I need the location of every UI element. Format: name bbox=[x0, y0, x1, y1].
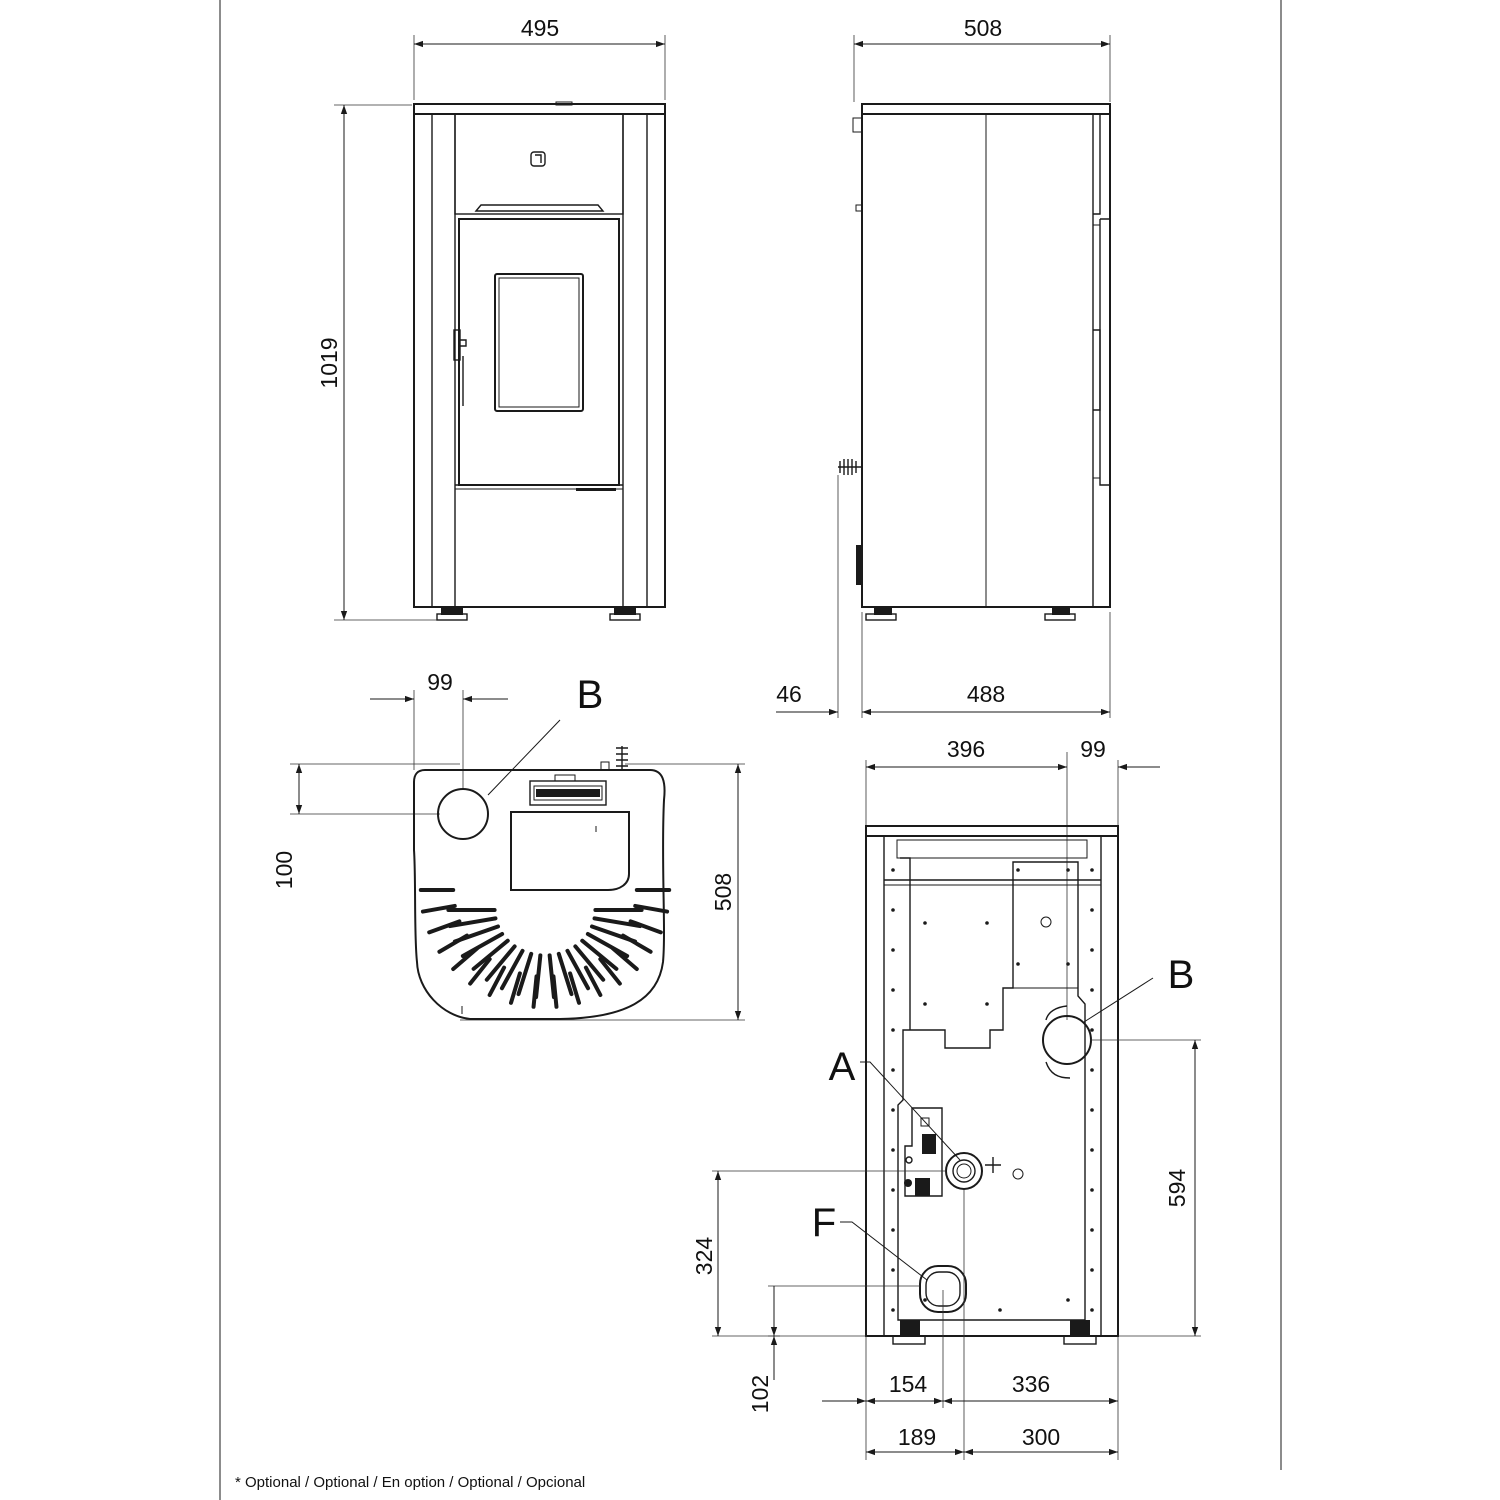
door-window bbox=[494, 273, 584, 412]
dim-rear-intake-height: 102 bbox=[747, 1375, 773, 1413]
dim-rear-left-189: 189 bbox=[898, 1424, 936, 1450]
dim-front-height: 1019 bbox=[316, 337, 342, 388]
front-view: 495 1019 bbox=[316, 15, 666, 621]
flue-outlet-b bbox=[1042, 1015, 1092, 1065]
brand-logo bbox=[530, 151, 546, 167]
dim-top-flue-y: 100 bbox=[271, 851, 297, 889]
dim-side-body-depth: 488 bbox=[967, 681, 1005, 707]
dim-side-offset: 46 bbox=[776, 681, 802, 707]
dim-side-depth: 508 bbox=[964, 15, 1002, 41]
label-flue-rear: B bbox=[1168, 953, 1195, 997]
stove-door bbox=[458, 218, 620, 486]
dim-top-depth: 508 bbox=[710, 873, 736, 911]
dim-rear-connection-height: 324 bbox=[691, 1237, 717, 1276]
dim-rear-flue-height: 594 bbox=[1164, 1169, 1190, 1208]
side-view: 508 46 488 bbox=[776, 15, 1111, 718]
dim-front-width: 495 bbox=[521, 15, 559, 41]
air-vent-slots bbox=[418, 888, 672, 1009]
label-air-intake-f: F bbox=[812, 1201, 836, 1245]
top-view: 99 B 100 508 bbox=[271, 669, 745, 1021]
dim-rear-flue-right: 99 bbox=[1080, 736, 1106, 762]
connection-a bbox=[945, 1152, 983, 1190]
label-connection-a: A bbox=[829, 1045, 856, 1089]
top-outline bbox=[413, 769, 666, 1020]
dim-rear-right-300: 300 bbox=[1022, 1424, 1060, 1450]
dim-top-flue-x: 99 bbox=[427, 669, 453, 695]
dim-rear-flue-x: 396 bbox=[947, 736, 985, 762]
top-flue-circle bbox=[437, 788, 489, 840]
rear-view: 396 99 bbox=[691, 736, 1201, 1460]
dim-rear-connection-x: 336 bbox=[1012, 1371, 1050, 1397]
rear-panel-rivets bbox=[891, 868, 1094, 1312]
label-flue-top: B bbox=[577, 673, 604, 717]
dim-rear-intake-x: 154 bbox=[889, 1371, 928, 1397]
footnote: * Optional / Optional / En option / Opti… bbox=[235, 1474, 585, 1491]
